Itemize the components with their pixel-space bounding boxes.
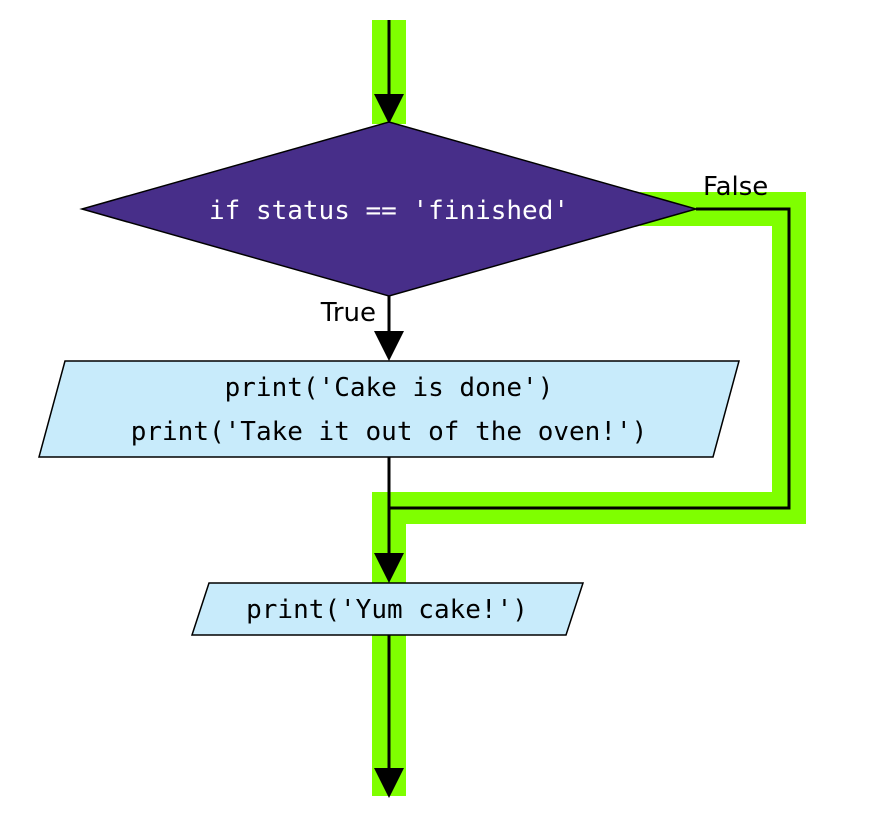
decision-text: if status == 'finished' [209,196,569,226]
after-block-shape [190,582,585,636]
false-label: False [703,172,768,202]
true-block-line-2: print('Take it out of the oven!') [131,417,648,447]
false-path-line [389,207,791,510]
highlight-false-segment [372,192,806,796]
true-block-line-1: print('Cake is done') [225,373,554,403]
true-block-shape [38,360,740,458]
true-label: True [320,298,376,328]
after-block-line-1: print('Yum cake!') [246,595,528,625]
